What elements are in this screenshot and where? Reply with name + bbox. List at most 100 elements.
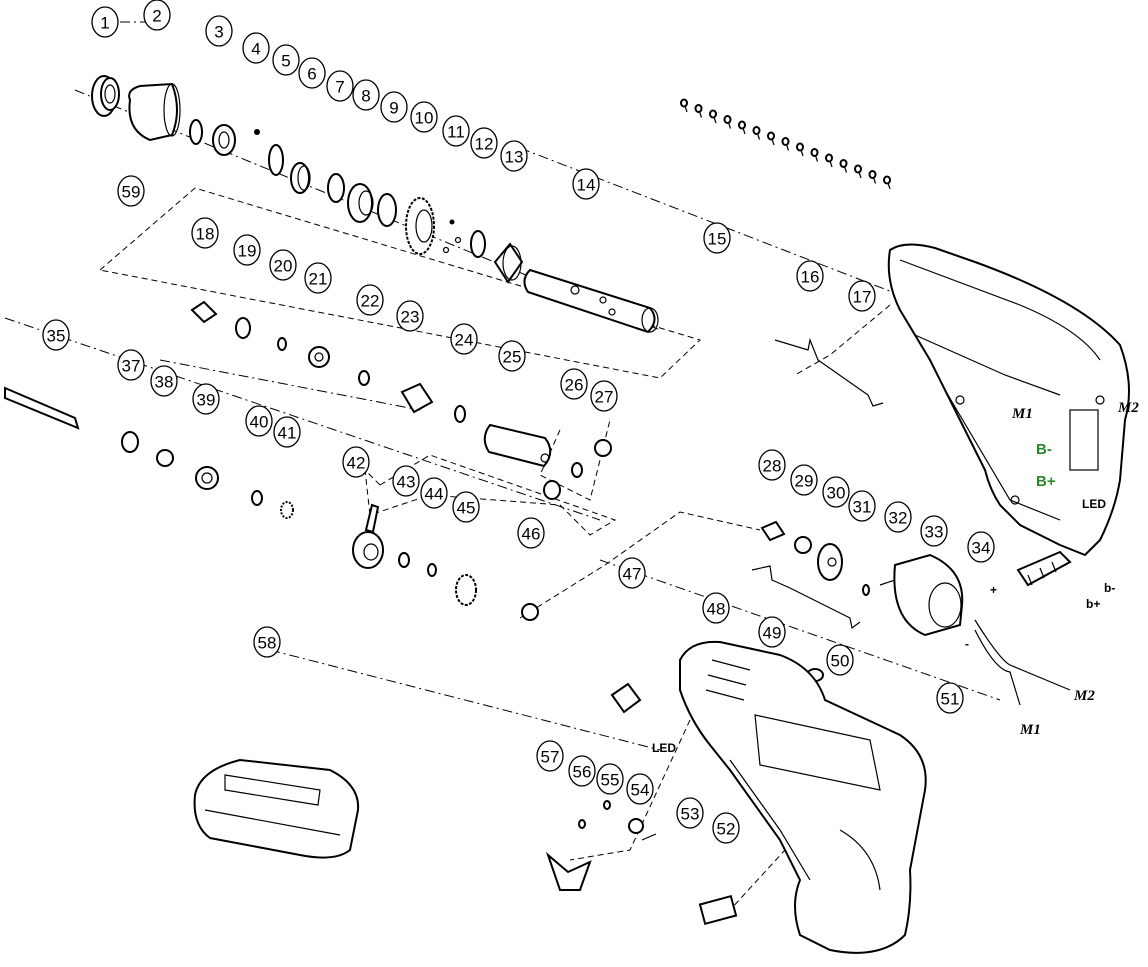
callout-4: 4 — [242, 32, 270, 64]
callout-number: 25 — [503, 348, 522, 367]
part-19-oring — [235, 317, 251, 339]
callout-number: 30 — [827, 484, 846, 503]
callout-20: 20 — [269, 249, 297, 281]
callout-49: 49 — [758, 616, 786, 648]
callout-number: 22 — [361, 292, 380, 311]
part-34-switch — [1016, 550, 1072, 587]
part-24-oring — [454, 405, 466, 423]
part-9-washer — [377, 193, 397, 227]
callout-45: 45 — [452, 491, 480, 523]
part-59-ring — [189, 119, 203, 145]
part-13-needle-bearing — [493, 242, 524, 284]
callout-number: 38 — [155, 373, 174, 392]
screw — [781, 137, 790, 151]
part-30-fan-plate — [817, 543, 843, 581]
callout-41: 41 — [273, 416, 301, 448]
callout-number: 13 — [505, 148, 524, 167]
part-2-nose-cone — [128, 82, 181, 142]
callout-number: 48 — [707, 600, 726, 619]
callout-number: 55 — [601, 771, 620, 790]
callout-54: 54 — [626, 773, 654, 805]
callout-37: 37 — [117, 349, 145, 381]
screw — [839, 159, 848, 173]
part-58-battery — [193, 758, 360, 859]
part-48-housing-right — [679, 640, 927, 954]
part-25-piston-sleeve — [483, 423, 552, 468]
callout-12: 12 — [470, 127, 498, 159]
callout-27: 27 — [590, 380, 618, 412]
callout-18: 18 — [191, 217, 219, 249]
callout-17: 17 — [848, 280, 876, 312]
part-10-gear — [405, 197, 435, 255]
part-54-ring — [628, 818, 644, 834]
part-53-screw — [641, 833, 657, 841]
screw — [825, 153, 833, 168]
callout-52: 52 — [712, 812, 740, 844]
screw — [810, 148, 819, 162]
callout-number: 33 — [925, 523, 944, 542]
callout-16: 16 — [796, 260, 824, 292]
part-41-spring — [280, 501, 294, 519]
callout-number: 44 — [425, 485, 444, 504]
callout-46: 46 — [517, 517, 545, 549]
part-46-bushing — [521, 603, 539, 621]
part-31-screw — [862, 584, 870, 596]
callout-43: 43 — [392, 465, 420, 497]
screw — [723, 115, 732, 129]
callout-31: 31 — [848, 490, 876, 522]
part-26-pin — [571, 462, 583, 478]
callout-number: 43 — [397, 473, 416, 492]
part-5-ring — [268, 144, 284, 176]
part-42-wobble-bearing — [352, 503, 384, 569]
callout-number: 15 — [708, 230, 727, 249]
callout-number: 27 — [595, 388, 614, 407]
part-39-bearing — [195, 466, 219, 490]
callout-55: 55 — [596, 763, 624, 795]
part-52-buttons — [698, 894, 738, 926]
part-38-bearing — [156, 449, 174, 467]
callout-number: 59 — [122, 183, 141, 202]
part-28-pinion — [760, 520, 786, 542]
part-26b-ring — [543, 480, 561, 500]
callout-51: 51 — [936, 682, 964, 714]
callout-number: 17 — [853, 288, 872, 307]
callout-number: 50 — [831, 652, 850, 671]
callout-number: 45 — [457, 499, 476, 518]
part-32-motor — [879, 553, 964, 637]
label-b-plus: B+ — [1036, 473, 1056, 490]
callout-8: 8 — [352, 79, 380, 111]
callout-9: 9 — [380, 91, 408, 123]
label-plus: + — [990, 583, 997, 597]
part-43-washer — [398, 552, 410, 568]
screw — [796, 142, 804, 157]
callout-number: 7 — [335, 78, 344, 97]
callout-48: 48 — [702, 592, 730, 624]
callout-number: 2 — [152, 7, 161, 26]
callout-21: 21 — [304, 262, 332, 294]
callout-number: 18 — [196, 225, 215, 244]
part-51-cable — [974, 619, 1071, 706]
callout-33: 33 — [920, 515, 948, 547]
callout-number: 34 — [972, 539, 991, 558]
callout-32: 32 — [884, 501, 912, 533]
part-17-housing-left — [887, 243, 1130, 557]
part-18-striker — [190, 300, 218, 324]
screw — [854, 164, 862, 179]
part-21-guide — [308, 346, 330, 368]
part-27-ring — [594, 439, 612, 457]
callout-40: 40 — [245, 405, 273, 437]
callout-number: 32 — [889, 509, 908, 528]
part-40-washer — [251, 490, 263, 506]
label-m2-wire: M2 — [1073, 688, 1095, 704]
callout-number: 40 — [250, 413, 269, 432]
callout-number: 28 — [763, 457, 782, 476]
callout-number: 35 — [47, 327, 66, 346]
callout-44: 44 — [420, 477, 448, 509]
part-16-spring — [774, 337, 884, 407]
part-7-circlip — [327, 173, 345, 203]
callout-number: 5 — [281, 52, 290, 71]
part-22-oring — [358, 370, 370, 386]
callout-number: 8 — [361, 87, 370, 106]
screw — [868, 170, 877, 184]
